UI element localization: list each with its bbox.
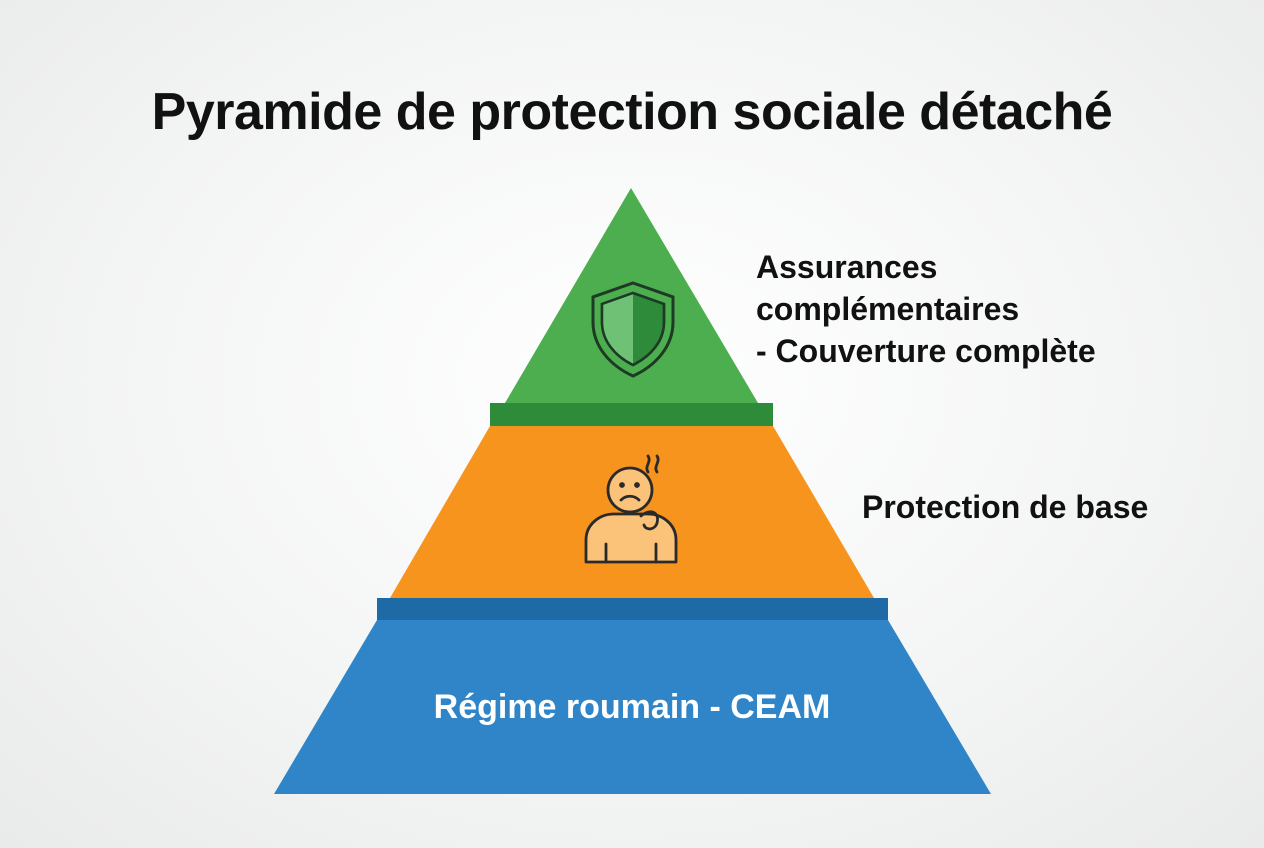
tier-middle-label: Protection de base <box>862 489 1149 525</box>
tier-top-label-line: - Couverture complète <box>756 333 1096 369</box>
tier-bottom-block <box>274 620 991 794</box>
tier-top-label: Assurances complémentaires - Couverture … <box>756 246 1236 372</box>
tier-top-label-line: Assurances <box>756 249 938 285</box>
shield-icon <box>591 281 675 378</box>
sick-person-icon <box>584 454 678 564</box>
tier-middle-shade <box>490 403 773 428</box>
tier-bottom-label: Régime roumain - CEAM <box>433 688 831 726</box>
tier-bottom-shade <box>377 598 888 622</box>
tier-top-label-line: complémentaires <box>756 291 1020 327</box>
page-title: Pyramide de protection sociale détaché <box>151 83 1113 141</box>
